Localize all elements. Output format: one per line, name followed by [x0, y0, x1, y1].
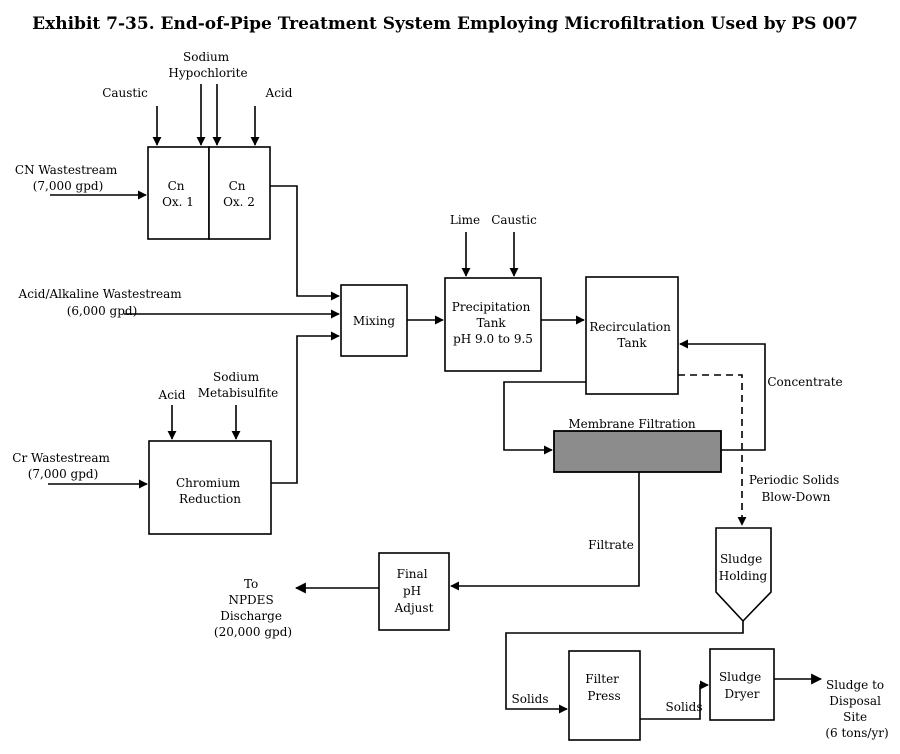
recirculation-tank-box	[585, 276, 679, 395]
cn-ox1-label: Cn Ox. 1	[162, 179, 194, 209]
membrane-filtration-label: Membrane Filtration	[568, 417, 696, 431]
filter-press-box	[568, 650, 641, 741]
sludge-holding-label: Sludge Holding	[719, 552, 768, 583]
recirculation-tank-label: Recirculation Tank	[589, 320, 674, 350]
press-to-dryer-line	[640, 680, 709, 720]
npdes-discharge-label: To NPDES Discharge (20,000 gpd)	[214, 577, 292, 639]
sludge-disposal-label: Sludge to Disposal Site (6 tons/yr)	[825, 678, 888, 740]
cn-ox2-label: Cn Ox. 2	[223, 179, 255, 209]
acid-alkaline-wastestream-label: Acid/Alkaline Wastestream (6,000 gpd)	[18, 287, 186, 318]
cn-ox1-box	[147, 146, 210, 240]
precipitation-tank-box	[444, 277, 542, 372]
cn-wastestream-label: CN Wastestream (7,000 gpd)	[15, 163, 121, 193]
acid-label-1: Acid	[265, 86, 293, 100]
periodic-solids-label: Periodic Solids Blow-Down	[749, 473, 843, 504]
sludge-dryer-label: Sludge Dryer	[719, 670, 765, 701]
acid-label-2: Acid	[158, 388, 186, 402]
chromium-reduction-label: Chromium Reduction	[176, 476, 244, 506]
cn-to-mixing-line	[270, 185, 340, 301]
filter-press-label: Filter Press	[585, 672, 623, 703]
precipitation-tank-label: Precipitation Tank pH 9.0 to 9.5	[452, 300, 534, 346]
final-ph-adjust-label: Final pH Adjust	[394, 567, 434, 615]
solids-label-2: Solids	[666, 700, 703, 714]
periodic-solids-dashed-line	[678, 374, 747, 526]
concentrate-return-line	[679, 339, 766, 451]
mixing-label: Mixing	[353, 314, 395, 328]
sodium-metabisulfite-label: Sodium Metabisulfite	[198, 370, 279, 400]
cn-ox2-box	[208, 146, 271, 240]
final-ph-adjust-box	[378, 552, 450, 631]
lime-label: Lime	[450, 213, 480, 227]
diagram-title: Exhibit 7-35. End-of-Pipe Treatment Syst…	[32, 14, 858, 34]
concentrate-label: Concentrate	[767, 375, 842, 389]
holding-to-filter-press-line	[505, 621, 744, 714]
caustic-label-2: Caustic	[491, 213, 537, 227]
chromium-reduction-box	[148, 440, 272, 535]
recirculation-to-membrane-line	[503, 381, 586, 455]
chromium-to-mixing-line	[271, 331, 340, 484]
filtrate-label: Filtrate	[588, 538, 634, 552]
solids-label-1: Solids	[512, 692, 549, 706]
filtrate-line	[450, 472, 640, 591]
sludge-dryer-box	[709, 648, 775, 721]
cr-wastestream-label: Cr Wastestream (7,000 gpd)	[12, 451, 113, 481]
sludge-holding-vessel	[715, 527, 772, 623]
caustic-label-1: Caustic	[102, 86, 148, 100]
sodium-hypochlorite-label: Sodium Hypochlorite	[168, 50, 247, 80]
membrane-filtration-unit	[553, 430, 722, 473]
